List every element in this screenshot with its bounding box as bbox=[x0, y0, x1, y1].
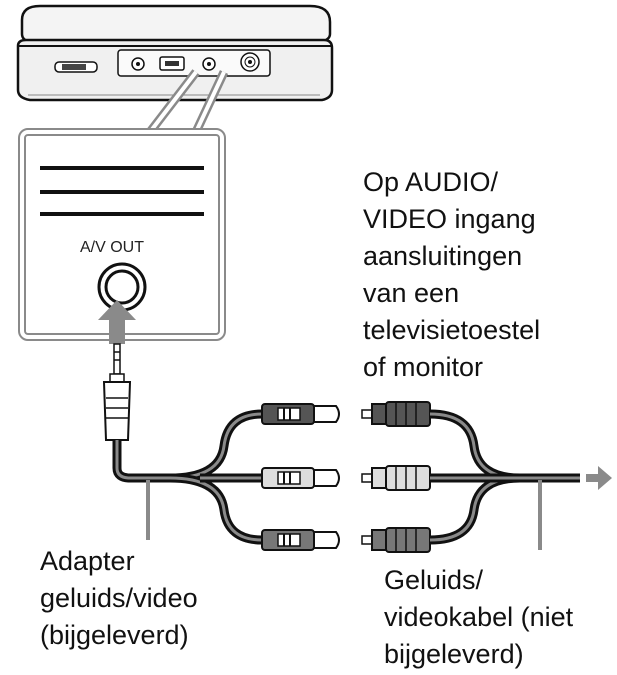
rca-plug-1 bbox=[361, 401, 431, 427]
cable-line-3: bijgeleverd) bbox=[384, 639, 524, 669]
destination-line-1: Op AUDIO/ bbox=[363, 167, 499, 197]
destination-line-3: aansluitingen bbox=[363, 241, 523, 271]
adapter-jack-1 bbox=[261, 403, 340, 425]
destination-line-4: van een bbox=[363, 278, 460, 308]
portable-player bbox=[16, 4, 334, 102]
cable-callout: Geluids/ videokabel (niet bijgeleverd) bbox=[384, 562, 573, 673]
adapter-line-1: Adapter bbox=[40, 546, 135, 576]
destination-callout: Op AUDIO/ VIDEO ingang aansluitingen van… bbox=[363, 164, 540, 386]
destination-line-5: televisietoestel bbox=[363, 315, 541, 345]
destination-line-2: VIDEO ingang bbox=[363, 204, 536, 234]
adapter-callout: Adapter geluids/video (bijgeleverd) bbox=[40, 543, 198, 654]
adapter-jack-3 bbox=[261, 529, 340, 551]
rca-plug-2 bbox=[361, 465, 431, 491]
destination-line-6: of monitor bbox=[363, 352, 484, 382]
adapter-jack-2 bbox=[261, 467, 340, 489]
av-out-jack bbox=[97, 262, 147, 312]
av-out-label: A/V OUT bbox=[80, 239, 144, 256]
zoom-callout bbox=[146, 69, 229, 135]
rca-plug-3 bbox=[361, 527, 431, 553]
cable-line-1: Geluids/ bbox=[384, 565, 484, 595]
arrow-right-icon bbox=[586, 466, 612, 490]
mini-plug bbox=[102, 343, 132, 441]
adapter-cable bbox=[112, 409, 263, 545]
adapter-line-2: geluids/video bbox=[40, 583, 198, 613]
cable-line-2: videokabel (niet bbox=[384, 602, 574, 632]
adapter-line-3: (bijgeleverd) bbox=[40, 620, 189, 650]
insert-arrow-icon bbox=[98, 300, 136, 344]
av-cable bbox=[429, 409, 580, 545]
power-switch bbox=[54, 61, 98, 73]
